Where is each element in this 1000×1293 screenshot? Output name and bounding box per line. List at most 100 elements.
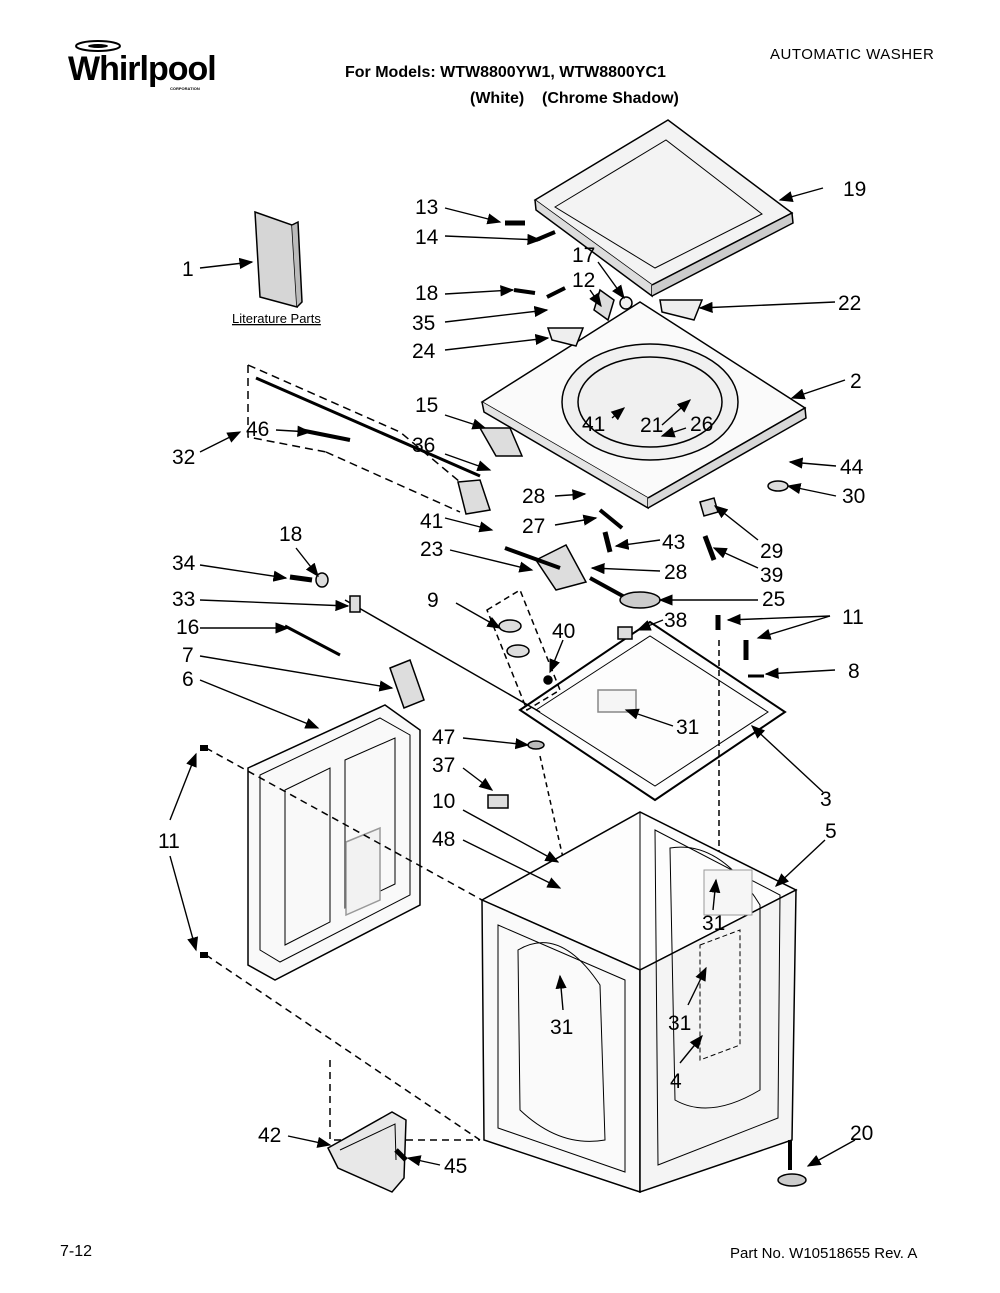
callout-44: 44 [840, 456, 864, 479]
brand-sub: CORPORATION [170, 86, 200, 91]
label-31-ring [597, 689, 637, 713]
callout-4: 4 [670, 1070, 682, 1093]
callout-30: 30 [842, 485, 865, 508]
callout-27: 27 [522, 515, 545, 538]
lock-assembly [457, 479, 491, 515]
callout-7: 7 [182, 644, 194, 667]
models-line: For Models: WTW8800YW1, WTW8800YC1 [345, 64, 666, 81]
leveling-leg-20 [777, 1140, 807, 1187]
callout-19: 19 [843, 178, 866, 201]
callout-38: 38 [664, 609, 687, 632]
callout-31-front: 31 [550, 1016, 573, 1039]
callout-13: 13 [415, 196, 438, 219]
bracket-27 [598, 508, 624, 530]
callout-1: 1 [182, 258, 194, 281]
callout-28-top: 28 [522, 485, 545, 508]
spring-41 [504, 546, 561, 570]
bracket-12 [593, 288, 615, 322]
color-chrome: (Chrome Shadow) [541, 90, 679, 107]
callout-46: 46 [246, 418, 269, 441]
callout-41-left: 41 [420, 510, 443, 533]
callout-10: 10 [432, 790, 455, 813]
callout-18-left: 18 [279, 523, 302, 546]
callout-31-ring: 31 [676, 716, 699, 739]
callout-36: 36 [412, 434, 435, 457]
color-variants: (White) (Chrome Shadow) [470, 90, 679, 108]
back-panel [247, 704, 421, 981]
front-base-bracket [327, 1111, 407, 1193]
callout-42: 42 [258, 1124, 281, 1147]
callout-41-top: 41 [582, 413, 605, 436]
bracket-7 [389, 659, 425, 709]
color-white: (White) [470, 90, 525, 107]
callout-3: 3 [820, 788, 832, 811]
literature-parts-label: Literature Parts [232, 311, 321, 326]
callout-11-right: 11 [842, 606, 864, 629]
bracket-23 [534, 544, 588, 591]
callout-39: 39 [760, 564, 783, 587]
callout-45: 45 [444, 1155, 467, 1178]
rod-16 [284, 624, 341, 657]
callout-22: 22 [838, 292, 861, 315]
callout-31-cabinet-top: 31 [702, 912, 725, 935]
callout-34: 34 [172, 552, 196, 575]
callout-11-left: 11 [158, 830, 180, 853]
callout-26: 26 [690, 413, 713, 436]
hinge-24 [546, 327, 585, 347]
callout-2: 2 [850, 370, 862, 393]
callout-33: 33 [172, 588, 195, 611]
callout-18-top: 18 [415, 282, 438, 305]
callout-21: 21 [640, 414, 663, 437]
washer-lid [533, 119, 794, 298]
bolt-39 [702, 535, 717, 561]
callout-29: 29 [760, 540, 783, 563]
lid-switch-15 [478, 427, 524, 457]
pin-14 [535, 230, 556, 242]
callout-17: 17 [572, 244, 595, 267]
callout-15: 15 [415, 394, 438, 417]
callout-16: 16 [176, 616, 199, 639]
document-category: AUTOMATIC WASHER [770, 46, 935, 63]
brand-wordmark: Whirlpool [68, 50, 216, 88]
callout-20: 20 [850, 1122, 873, 1145]
washer-17 [619, 296, 633, 310]
callout-35: 35 [412, 312, 435, 335]
callout-37: 37 [432, 754, 455, 777]
bushing-18 [315, 572, 329, 588]
screw-34 [289, 574, 313, 583]
callout-48: 48 [432, 828, 455, 851]
whirlpool-logo: Whirlpool CORPORATION [68, 40, 217, 91]
callout-47: 47 [432, 726, 455, 749]
literature-booklet [254, 210, 303, 308]
screw-18-top [513, 288, 536, 295]
cable-32 [255, 376, 481, 478]
screw-45 [394, 1148, 408, 1162]
callout-9: 9 [427, 589, 439, 612]
callout-31-side: 31 [668, 1012, 691, 1035]
clip-38 [617, 626, 633, 640]
bolt-43 [602, 531, 613, 553]
part-number: Part No. W10518655 Rev. A [730, 1245, 918, 1262]
clip-30 [767, 480, 789, 492]
cabinet [480, 811, 798, 1194]
page-number: 7-12 [60, 1243, 93, 1260]
callout-8: 8 [848, 660, 860, 683]
hinge-22 [659, 299, 704, 321]
callout-24: 24 [412, 340, 436, 363]
pad-25 [619, 591, 661, 609]
top-panel [480, 301, 807, 510]
callout-43: 43 [662, 531, 685, 554]
callout-5: 5 [825, 820, 837, 843]
callout-12: 12 [572, 269, 595, 292]
callout-14: 14 [415, 226, 439, 249]
callout-25: 25 [762, 588, 785, 611]
bracket-33 [349, 595, 361, 613]
callout-28-right: 28 [664, 561, 687, 584]
rod-35 [546, 286, 566, 299]
callout-23: 23 [420, 538, 443, 561]
callout-6: 6 [182, 668, 194, 691]
callout-32: 32 [172, 446, 195, 469]
callout-40: 40 [552, 620, 575, 643]
agitator-parts [486, 588, 585, 946]
